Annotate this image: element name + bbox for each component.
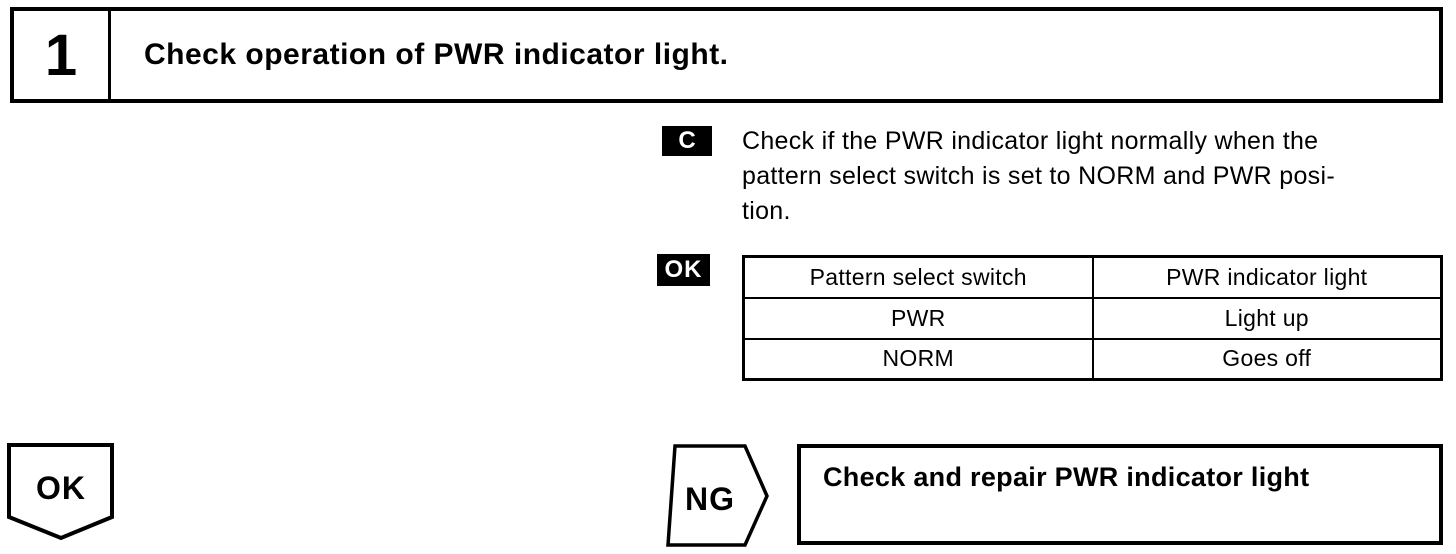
table-header-row: Pattern select switch PWR indicator ligh…: [742, 255, 1443, 299]
ok-flow-connector-label: OK: [36, 470, 86, 506]
instruction-line: pattern select switch is set to NORM and…: [742, 162, 1335, 190]
table-cell-switch-position: NORM: [742, 337, 1094, 381]
ng-action-box: Check and repair PWR indicator light: [797, 444, 1443, 545]
step-number: 1: [14, 11, 111, 99]
step-title: Check operation of PWR indicator light.: [144, 38, 729, 71]
table-header-pwr-indicator-light: PWR indicator light: [1091, 255, 1443, 299]
table-cell-light-state: Light up: [1091, 296, 1443, 340]
check-condition-badge: C: [662, 126, 712, 156]
table-cell-switch-position: PWR: [742, 296, 1094, 340]
ng-flow-connector-label: NG: [685, 481, 735, 517]
ng-action-text: Check and repair PWR indicator light: [823, 462, 1310, 492]
table-row: PWR Light up: [742, 296, 1443, 340]
table-cell-light-state: Goes off: [1091, 337, 1443, 381]
table-header-pattern-select-switch: Pattern select switch: [742, 255, 1094, 299]
instruction-line: Check if the PWR indicator light normall…: [742, 127, 1319, 155]
instruction-paragraph: Check if the PWR indicator light normall…: [742, 124, 1454, 229]
result-table: Pattern select switch PWR indicator ligh…: [742, 255, 1443, 381]
ok-result-badge: OK: [657, 254, 710, 286]
step-header-box: 1 Check operation of PWR indicator light…: [10, 7, 1443, 103]
ng-flow-connector-shape: [666, 444, 769, 547]
table-row: NORM Goes off: [742, 337, 1443, 381]
ok-flow-connector-shape: [7, 443, 114, 541]
instruction-line: tion.: [742, 197, 791, 225]
